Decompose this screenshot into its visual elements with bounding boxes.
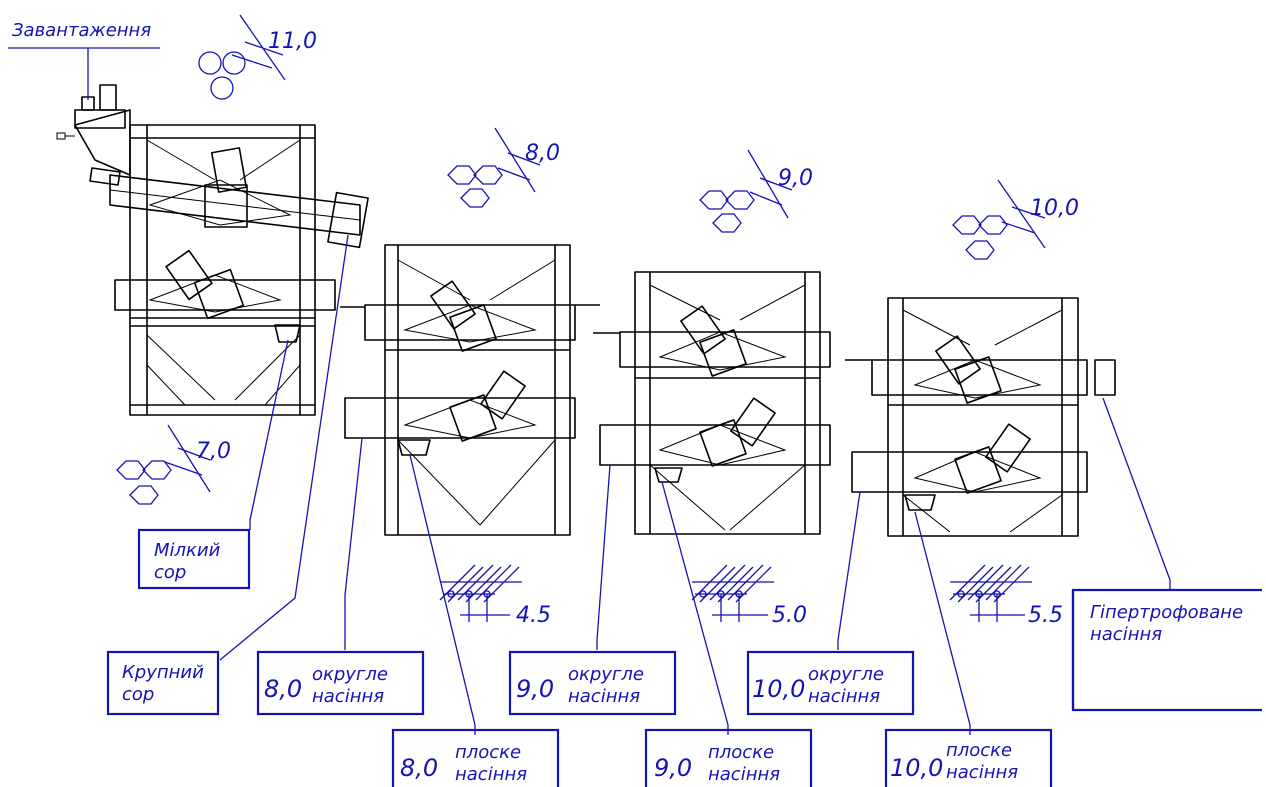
machine-4-frame [887,297,1079,537]
machine-1-upper-deck [109,174,361,236]
flat-9-line1: плоске [708,742,774,763]
slot-sieve-45: 4.5 [439,564,551,628]
flat-9-line2: насіння [708,764,780,785]
leader-lines [8,47,1171,735]
label-coarse-waste: Крупний сор [106,650,220,716]
label-round-10: 10,0 округле насіння [746,650,915,716]
round-8-line2: насіння [312,686,384,707]
slot-sieve-50: 5.0 [691,564,807,628]
machine-1 [56,84,369,416]
flat-10-size: 10,0 [890,754,943,782]
sieve-label-8: 8,0 [525,141,560,166]
round-8-line1: округле [312,664,388,685]
machine-1-frame [129,124,316,416]
label-round-9: 9,0 округле насіння [508,650,677,716]
loading-label: Завантаження [12,20,151,41]
flat-8-line1: плоске [455,742,521,763]
coarse-waste-line2: сор [122,684,154,705]
label-round-8: 8,0 округле насіння [256,650,425,716]
machine-1-motor-top [210,147,248,193]
sieve-label-7: 7,0 [196,439,231,464]
label-flat-9: 9,0 плоске насіння [644,728,813,787]
flat-10-line1: плоске [946,740,1012,761]
loading-hopper [74,109,131,176]
round-9-line2: насіння [568,686,640,707]
round-10-line2: насіння [808,686,880,707]
fine-waste-line1: Мілкий [154,540,221,561]
machine-2-frame [384,244,571,536]
slot-sieve-55: 5.5 [949,564,1063,628]
machine-1-motor-housing [204,184,248,228]
sieve-hex-10: 10,0 [952,179,1079,260]
flat-8-line2: насіння [455,764,527,785]
machine-3 [593,271,831,535]
coarse-waste-line1: Крупний [122,662,204,683]
label-flat-8: 8,0 плоске насіння [391,728,560,787]
flat-10-line2: насіння [946,762,1018,783]
flat-8-size: 8,0 [400,754,438,782]
machine-1-lower-deck [114,279,336,311]
slot-label-55: 5.5 [1028,603,1063,628]
round-9-line1: округле [568,664,644,685]
sieve-label-11: 11,0 [268,29,317,54]
machine-4 [845,297,1116,537]
sieve-round-11: 11,0 [198,14,317,100]
label-fine-waste: Мілкий сор [137,528,251,590]
round-9-size: 9,0 [516,675,554,703]
round-10-line1: округле [808,664,884,685]
sieve-label-9: 9,0 [778,166,813,191]
fine-waste-line2: сор [154,562,186,583]
flat-9-size: 9,0 [654,754,692,782]
slot-label-45: 4.5 [516,603,551,628]
label-hypertrophied: Гіпертрофоване насіння [1071,588,1262,712]
sieve-hex-8: 8,0 [447,127,560,208]
machine-1-fine-hopper [274,324,301,343]
sieve-hex-7: 7,0 [116,424,231,505]
hypertrophied-line2: насіння [1090,624,1162,645]
label-flat-10: 10,0 плоске насіння [884,728,1053,787]
round-10-size: 10,0 [752,675,805,703]
machine-2 [340,244,600,536]
machine-3-frame [634,271,821,535]
slot-label-50: 5.0 [772,603,807,628]
sieve-hex-9: 9,0 [699,149,813,233]
machine-1-outlet [327,191,369,249]
sieve-label-10: 10,0 [1030,196,1079,221]
hypertrophied-line1: Гіпертрофоване [1090,602,1243,623]
round-8-size: 8,0 [264,675,302,703]
